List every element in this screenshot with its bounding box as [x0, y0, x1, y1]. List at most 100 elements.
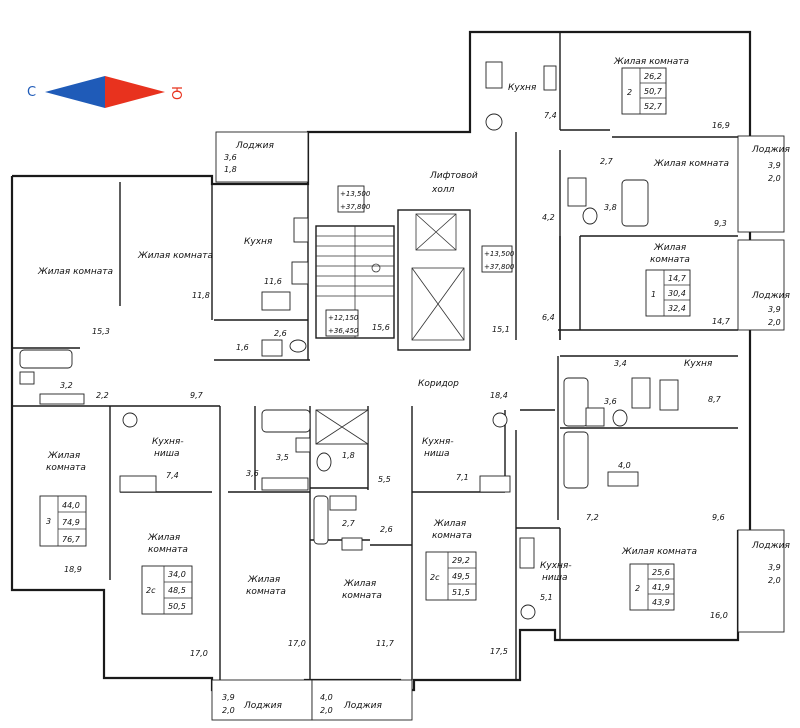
- lift-hall-label-1: Лифтовой: [429, 171, 478, 181]
- apartment-area-loggia: 50,5: [168, 602, 186, 611]
- area-bath-d: 3,5: [276, 453, 289, 462]
- room-label-loggia-top: Лоджия: [235, 141, 274, 151]
- apartment-area-loggia: 32,4: [668, 304, 686, 313]
- area-hall-c: 9,7: [190, 391, 204, 400]
- area-living-e: 14,7: [712, 317, 731, 326]
- loggia-bottom-1: [211, 679, 313, 721]
- area-kitchen-a: 11,6: [264, 277, 282, 286]
- area-loggia-r1-2: 2,0: [768, 174, 781, 183]
- room-label-living-k1: Жилая: [433, 519, 467, 529]
- loggias: [211, 131, 785, 721]
- level-mark-3: +12,150 +36,450: [325, 309, 359, 337]
- apartment-table: 3 44,0 74,9 76,7: [39, 495, 87, 547]
- apartment-area-living: 26,2: [644, 72, 662, 81]
- room-label-kitchen-b: Кухня: [508, 83, 537, 93]
- apartment-table: 2с 29,2 49,5 51,5: [425, 551, 477, 601]
- level-mark-1: +13,500 +37,800: [337, 185, 371, 213]
- room-label-niche-b2: ниша: [154, 449, 179, 459]
- area-bath-r2: 3,8: [604, 203, 617, 212]
- room-label-living-h2: комната: [148, 545, 188, 555]
- area-loggia-b1-1: 3,9: [222, 693, 235, 702]
- area-niche-b: 7,4: [166, 471, 179, 480]
- area-hall-r2: 4,2: [542, 213, 555, 222]
- room-label-living-k2: комната: [432, 531, 472, 541]
- room-label-living-d: Жилая комната: [653, 159, 729, 169]
- apartment-area-loggia: 52,7: [644, 102, 663, 111]
- area-hall-d: 3,6: [246, 469, 259, 478]
- room-label-niche-a2: ниша: [542, 573, 567, 583]
- area-bath-a: 2,6: [274, 329, 287, 338]
- area-wc-a: 1,6: [236, 343, 249, 352]
- apartment-rooms: 2с: [430, 573, 440, 582]
- apartment-area-total: 41,9: [652, 583, 670, 592]
- loggia-right-3: [737, 529, 785, 633]
- room-label-kitchen-c: Кухня: [684, 359, 713, 369]
- room-label-loggia-b1: Лоджия: [243, 701, 282, 711]
- room-label-living-g2: комната: [46, 463, 86, 473]
- area-bath-e: 2,7: [342, 519, 356, 528]
- room-label-living-h1: Жилая: [147, 533, 181, 543]
- area-niche-a: 5,1: [540, 593, 553, 602]
- area-loggia-r1-1: 3,9: [768, 161, 781, 170]
- apartment-rooms: 2: [635, 584, 640, 593]
- corridor-area: 18,4: [490, 391, 508, 400]
- level-mark-1-bottom: +37,800: [340, 203, 371, 211]
- apartment-table: 1 14,7 30,4 32,4: [645, 269, 691, 317]
- room-label-niche-c1: Кухня-: [422, 437, 454, 447]
- apartment-table: 2 25,6 41,9 43,9: [629, 563, 675, 611]
- level-mark-2: +13,500 +37,800: [481, 245, 515, 273]
- room-label-living-e1: Жилая: [653, 243, 687, 253]
- area-hall-r1: 7,4: [544, 111, 557, 120]
- apartment-table: 2с 34,0 48,5 50,5: [141, 565, 193, 615]
- apartment-area-total: 50,7: [644, 87, 663, 96]
- area-hall-r5: 7,2: [586, 513, 599, 522]
- room-label-living-i1: Жилая: [247, 575, 281, 585]
- level-mark-2-top: +13,500: [484, 250, 515, 258]
- area-loggia-r3-1: 3,9: [768, 563, 781, 572]
- lift-area: 15,1: [492, 325, 510, 334]
- area-hall-f: 2,6: [380, 525, 393, 534]
- apartment-area-living: 29,2: [452, 556, 470, 565]
- room-label-loggia-r2: Лоджия: [751, 291, 790, 301]
- compass: С Ю: [27, 76, 183, 108]
- area-living-f: 16,0: [710, 611, 728, 620]
- area-loggia-b2-1: 4,0: [320, 693, 333, 702]
- apartment-area-living: 14,7: [668, 274, 687, 283]
- room-label-niche-c2: ниша: [424, 449, 449, 459]
- area-living-i: 17,0: [288, 639, 306, 648]
- room-label-living-b: Жилая комната: [137, 251, 213, 261]
- room-label-loggia-r1: Лоджия: [751, 145, 790, 155]
- level-mark-3-bottom: +36,450: [328, 327, 359, 335]
- room-label-living-j1: Жилая: [343, 579, 377, 589]
- room-label-living-e2: комната: [650, 255, 690, 265]
- compass-south-label: Ю: [168, 86, 183, 100]
- area-bath-r1: 2,7: [600, 157, 614, 166]
- area-living-h: 17,0: [190, 649, 208, 658]
- room-label-kitchen-a: Кухня: [244, 237, 273, 247]
- apartment-table: 2 26,2 50,7 52,7: [621, 67, 667, 115]
- area-living-j: 11,7: [376, 639, 395, 648]
- room-label-niche-a1: Кухня-: [540, 561, 572, 571]
- exterior-walls: [10, 30, 752, 692]
- room-label-niche-b1: Кухня-: [152, 437, 184, 447]
- area-bath-r5: 4,0: [618, 461, 631, 470]
- stair-area: 15,6: [372, 323, 390, 332]
- compass-north-label: С: [27, 85, 36, 100]
- area-loggia-top-2: 1,8: [224, 165, 237, 174]
- area-wc-d: 1,8: [342, 451, 355, 460]
- area-hall-r3: 6,4: [542, 313, 555, 322]
- level-mark-2-bottom: +37,800: [484, 263, 515, 271]
- apartment-area-loggia: 43,9: [652, 598, 670, 607]
- apartment-area-total: 48,5: [168, 586, 186, 595]
- compass-north-arrow: [45, 76, 105, 108]
- area-bath-r4: 3,6: [604, 397, 617, 406]
- apartment-rooms: 2: [627, 88, 632, 97]
- room-label-living-g1: Жилая: [47, 451, 81, 461]
- apartment-rooms: 1: [651, 290, 656, 299]
- room-label-living-i2: комната: [246, 587, 286, 597]
- area-loggia-r2-1: 3,9: [768, 305, 781, 314]
- room-label-loggia-r3: Лоджия: [751, 541, 790, 551]
- apartment-area-living: 25,6: [652, 568, 670, 577]
- corridor-label: Коридор: [418, 379, 459, 389]
